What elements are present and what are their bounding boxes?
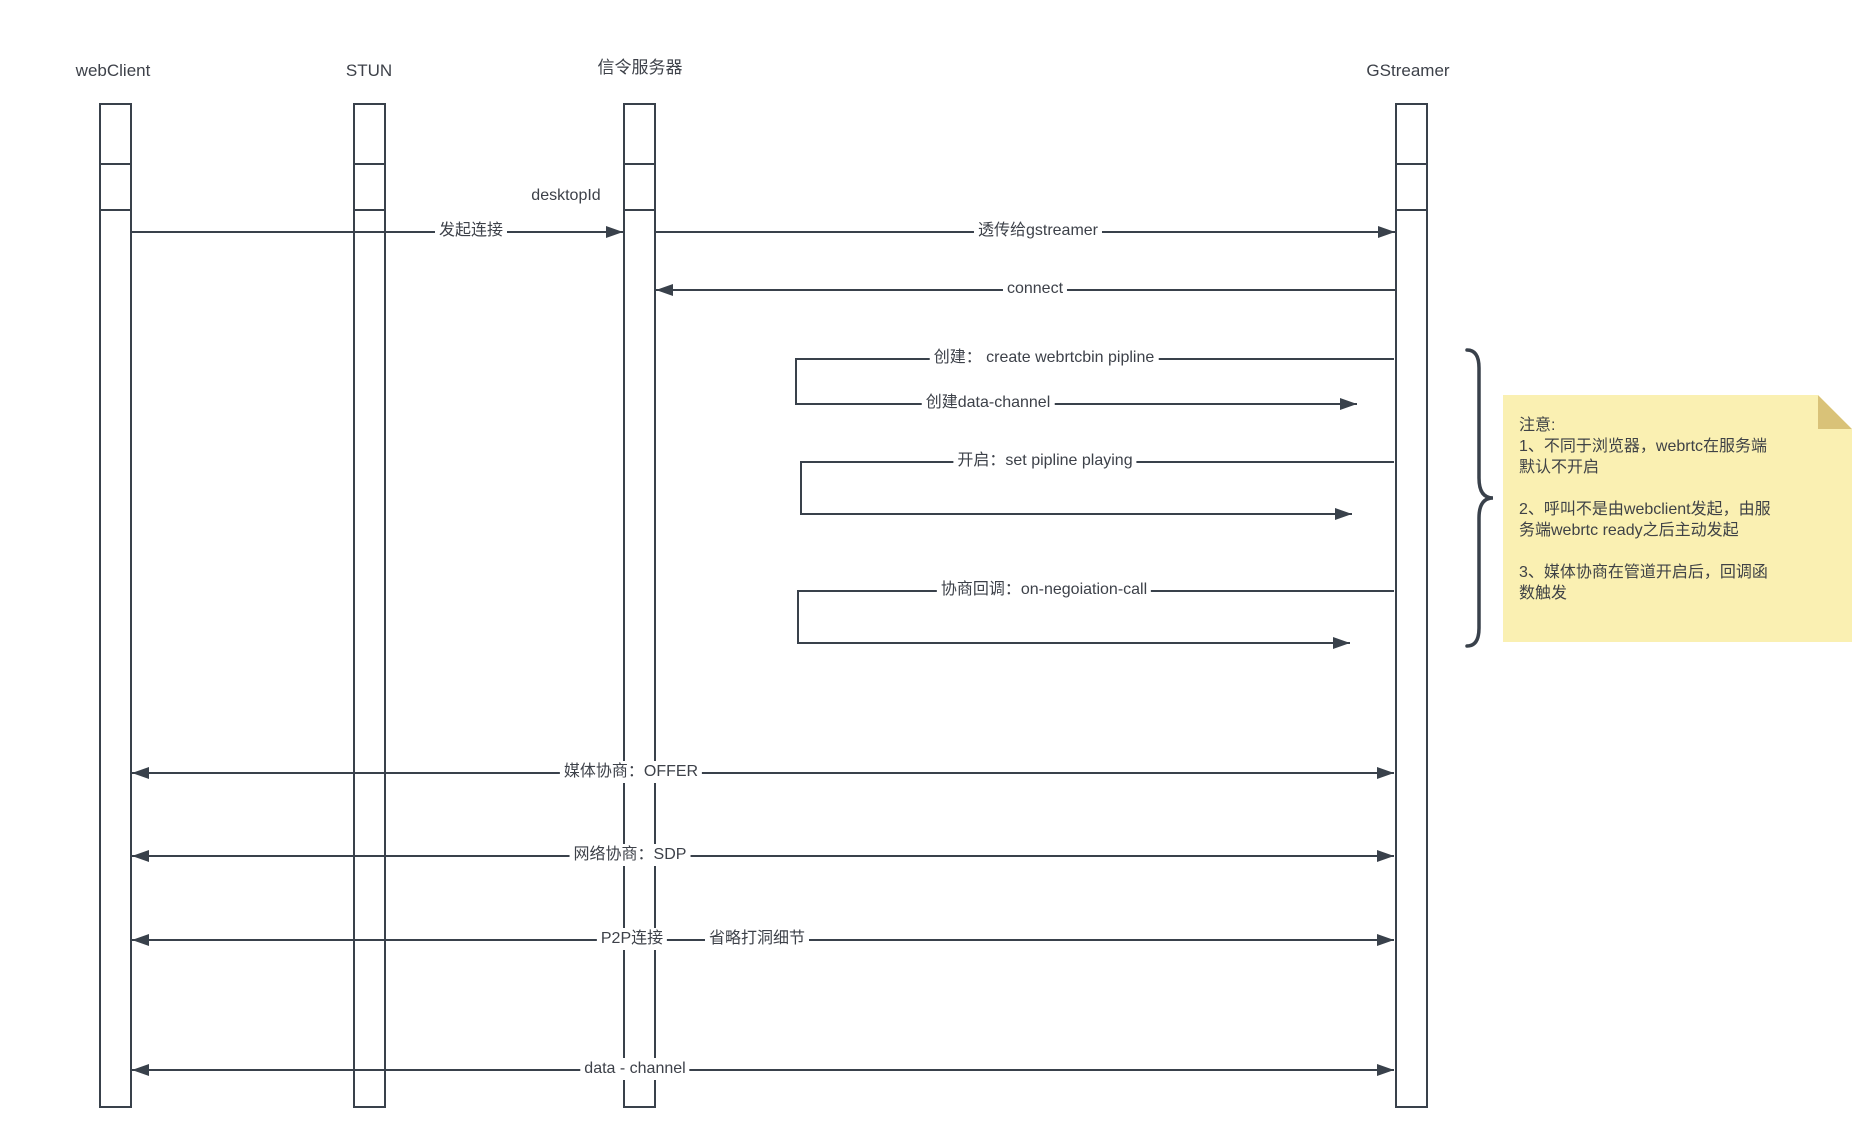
lifeline-segment-divider <box>625 209 654 211</box>
self-call-return-line <box>800 461 802 515</box>
arrowhead-right-icon <box>1335 508 1352 520</box>
message-p2p-connection: P2P连接 省略打洞细节 <box>132 928 1394 950</box>
arrowhead-right-icon <box>1340 398 1357 410</box>
lifeline-stun <box>353 103 386 1108</box>
lifeline-webclient <box>99 103 132 1108</box>
arrowhead-left-icon <box>132 850 149 862</box>
arrowhead-right-icon <box>1333 637 1350 649</box>
desktop-id-label: desktopId <box>531 187 601 204</box>
arrowhead-right-icon <box>1377 1064 1394 1076</box>
message-initiate-connection: 发起连接 <box>132 220 623 242</box>
self-call-return-line <box>795 358 797 405</box>
arrowhead-right-icon <box>606 226 623 238</box>
actor-label-gstreamer: GStreamer <box>1366 61 1450 80</box>
lifeline-segment-divider <box>101 163 130 165</box>
arrowhead-left-icon <box>656 284 673 296</box>
message-label: 创建data-channel <box>921 392 1055 414</box>
actor-label-stun: STUN <box>345 61 393 80</box>
message-label-detail: 省略打洞细节 <box>704 928 810 950</box>
message-datachannel: data - channel <box>132 1058 1394 1080</box>
arrowhead-right-icon <box>1377 934 1394 946</box>
message-connect: connect <box>656 278 1395 300</box>
arrowhead-right-icon <box>1377 850 1394 862</box>
message-label: connect <box>1002 278 1068 300</box>
message-label: data - channel <box>580 1058 690 1080</box>
arrowhead-right-icon <box>1378 226 1395 238</box>
message-label: 协商回调：on-negoiation-call <box>936 579 1152 601</box>
message-label: 创建： create webrtcbin pipline <box>929 347 1159 369</box>
lifeline-segment-divider <box>1397 209 1426 211</box>
lifeline-segment-divider <box>101 209 130 211</box>
arrowhead-left-icon <box>132 767 149 779</box>
self-call-negotiation-return <box>797 637 1350 649</box>
lifeline-segment-divider <box>355 163 384 165</box>
self-call-create-pipeline: 创建： create webrtcbin pipline <box>795 347 1394 369</box>
message-label: 透传给gstreamer <box>973 220 1103 242</box>
message-relay-to-gstreamer: 透传给gstreamer <box>656 220 1395 242</box>
message-label: P2P连接 <box>596 928 668 950</box>
self-call-create-datachannel: 创建data-channel <box>795 392 1357 414</box>
message-label: 网络协商：SDP <box>569 844 691 866</box>
message-label: 开启：set pipline playing <box>953 450 1137 472</box>
arrowhead-left-icon <box>132 934 149 946</box>
self-call-negotiation-callback: 协商回调：on-negoiation-call <box>797 579 1394 601</box>
note-text: 注意: 1、不同于浏览器，webrtc在服务端 默认不开启 2、呼叫不是由web… <box>1519 417 1771 602</box>
message-media-offer: 媒体协商：OFFER <box>132 761 1394 783</box>
note-fold-icon <box>1818 395 1852 429</box>
arrowhead-right-icon <box>1377 767 1394 779</box>
lifeline-segment-divider <box>625 163 654 165</box>
message-label: 媒体协商：OFFER <box>559 761 703 783</box>
brace-icon <box>1465 348 1494 648</box>
message-label: 发起连接 <box>434 220 508 242</box>
message-network-sdp: 网络协商：SDP <box>132 844 1394 866</box>
self-call-set-playing-return <box>800 508 1352 520</box>
self-call-return-line <box>797 590 799 644</box>
lifeline-segment-divider <box>1397 163 1426 165</box>
lifeline-segment-divider <box>355 209 384 211</box>
lifeline-gstreamer <box>1395 103 1428 1108</box>
actor-label-webclient: webClient <box>75 61 151 80</box>
sticky-note: 注意: 1、不同于浏览器，webrtc在服务端 默认不开启 2、呼叫不是由web… <box>1503 395 1852 642</box>
self-call-set-playing: 开启：set pipline playing <box>800 450 1394 472</box>
actor-label-signal-server: 信令服务器 <box>597 58 683 77</box>
lifeline-signal-server <box>623 103 656 1108</box>
arrowhead-left-icon <box>132 1064 149 1076</box>
